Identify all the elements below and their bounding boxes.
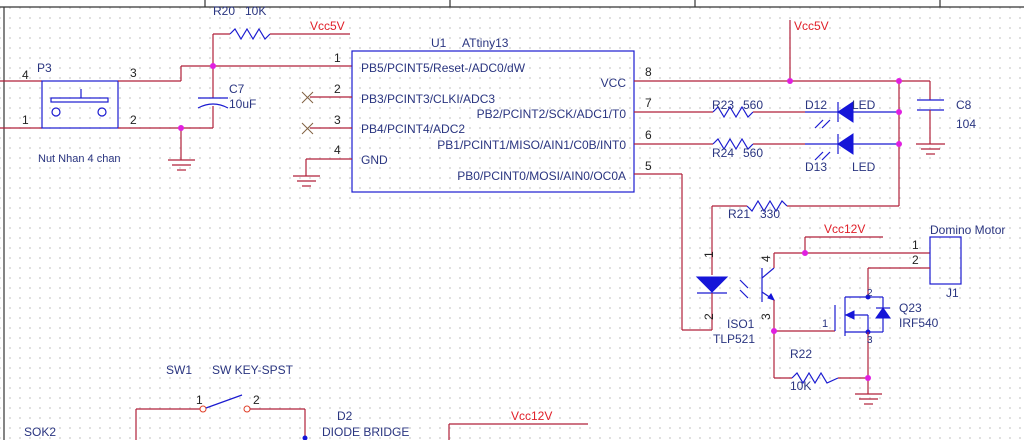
c8-capacitor[interactable]	[916, 81, 945, 155]
vcc12v-bottom-net	[448, 423, 588, 440]
q23-pin-2: 2	[867, 288, 873, 299]
j1-description: Domino Motor	[930, 223, 1005, 237]
d12-led[interactable]	[805, 101, 898, 129]
q23-pin-3: 3	[867, 335, 873, 346]
j1-pin-2: 2	[912, 253, 919, 267]
u1-pin-name: PB4/PCINT4/ADC2	[361, 122, 465, 136]
ground-symbol	[855, 378, 882, 405]
junctions	[178, 63, 902, 381]
j1-ref: J1	[946, 286, 959, 300]
c8-ref: C8	[956, 98, 972, 112]
c7-ref: C7	[229, 82, 245, 96]
u1-pin-num: 8	[645, 65, 652, 79]
iso1-ref: ISO1	[727, 317, 755, 331]
d2-part: DIODE BRIDGE	[322, 425, 409, 439]
sw1-ref: SW1	[166, 363, 192, 377]
u1-pin-num: 3	[334, 113, 341, 127]
p3-pin-2: 2	[130, 113, 137, 127]
u1-pin-name: PB2/PCINT2/SCK/ADC1/T0	[477, 107, 627, 121]
c7-value: 10uF	[229, 97, 256, 111]
sw1-pin-2: 2	[253, 393, 260, 407]
u1-pin-name: VCC	[601, 76, 627, 90]
u1-ref: U1	[431, 36, 447, 50]
d12-value: LED	[852, 98, 876, 112]
r21-resistor[interactable]	[711, 199, 899, 275]
j1-connector[interactable]	[929, 236, 962, 285]
r22-resistor[interactable]	[774, 371, 868, 385]
d2-ref: D2	[337, 409, 353, 423]
u1-pin-num: 1	[334, 51, 341, 65]
p3-pin-1: 1	[22, 113, 29, 127]
u1-gnd	[293, 158, 352, 187]
u1-part: ATtiny13	[462, 36, 509, 50]
u1-pin-num: 4	[334, 143, 341, 157]
u1-pin-name: PB5/PCINT5/Reset-/ADC0/dW	[361, 61, 526, 75]
r23-ref: R23	[712, 98, 734, 112]
sw1-part: SW KEY-SPST	[212, 363, 294, 377]
d13-value: LED	[852, 160, 876, 174]
u1-pin-num: 2	[334, 82, 341, 96]
r22-value: 10K	[790, 379, 811, 393]
q23-part: IRF540	[899, 316, 939, 330]
p3-pushbutton[interactable]	[0, 66, 213, 129]
r24-resistor[interactable]	[712, 137, 805, 151]
iso1-part: TLP521	[713, 332, 755, 346]
ground-symbol	[168, 128, 195, 171]
p3-description: Nut Nhan 4 chan	[38, 153, 121, 165]
power-label-vcc5v: Vcc5V	[794, 19, 829, 33]
iso1-pin-2: 2	[702, 313, 716, 320]
q23-mosfet[interactable]	[774, 294, 891, 378]
power-label-vcc12v: Vcc12V	[511, 409, 552, 423]
p3-pin-3: 3	[130, 66, 137, 80]
j1-pin-1: 1	[912, 238, 919, 252]
q23-pin-1: 1	[822, 318, 828, 330]
sw1-pin-1: 1	[196, 393, 203, 407]
u1-ic-body[interactable]	[351, 50, 635, 193]
no-connect-marker	[301, 91, 314, 135]
power-label-vcc12v: Vcc12V	[824, 222, 865, 236]
iso1-pin-4: 4	[759, 255, 773, 262]
u1-pin-name: PB3/PCINT3/CLKI/ADC3	[361, 92, 495, 106]
c7-capacitor[interactable]	[197, 97, 229, 128]
r20-value: 10K	[245, 4, 266, 18]
r21-value: 330	[760, 207, 780, 221]
u1-pin-num: 5	[645, 159, 652, 173]
u1-pin-name: PB0/PCINT0/MOSI/AIN0/OC0A	[457, 169, 626, 183]
r23-value: 560	[743, 98, 763, 112]
r24-ref: R24	[712, 146, 734, 160]
r24-value: 560	[743, 146, 763, 160]
power-label-vcc5v: Vcc5V	[310, 19, 345, 33]
sok2-ref: SOK2	[24, 425, 56, 439]
sw1-switch[interactable]	[135, 394, 308, 440]
d12-ref: D12	[805, 98, 827, 112]
iso1-pin-1: 1	[702, 251, 716, 258]
u1-pin-name: GND	[361, 153, 388, 167]
u1-pin-num: 6	[645, 128, 652, 142]
r23-resistor[interactable]	[712, 105, 805, 119]
d13-ref: D13	[805, 160, 827, 174]
iso1-optocoupler[interactable]	[695, 253, 775, 378]
u1-pin-name: PB1/PCINT1/MISO/AIN1/C0B/INT0	[437, 138, 626, 152]
q23-ref: Q23	[899, 301, 922, 315]
r21-ref: R21	[728, 207, 750, 221]
r20-ref: R20	[213, 4, 235, 18]
p3-ref: P3	[37, 61, 52, 75]
r22-ref: R22	[790, 347, 812, 361]
u1-pin-num: 7	[645, 96, 652, 110]
iso1-pin-3: 3	[759, 313, 773, 320]
d13-led[interactable]	[805, 133, 898, 161]
p3-pin-4: 4	[22, 68, 29, 82]
c8-value: 104	[956, 117, 976, 131]
